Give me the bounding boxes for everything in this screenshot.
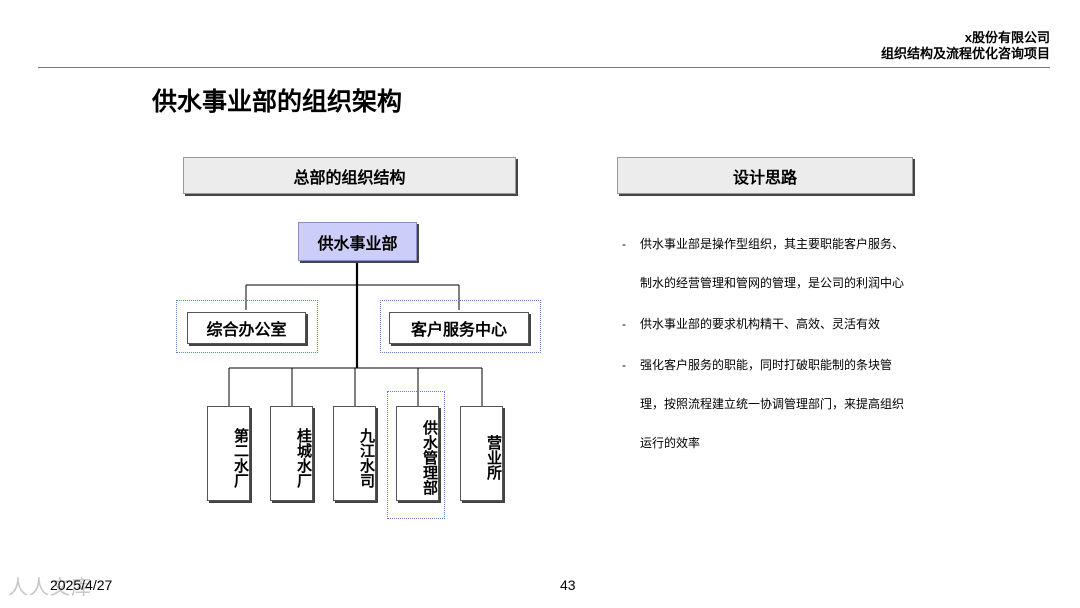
bullet-text: 强化客户服务的职能，同时打破职能制的条块管理，按照流程建立统一协调管理部门，来提… xyxy=(640,358,905,450)
company-header: x股份有限公司 组织结构及流程优化咨询项目 xyxy=(881,30,1050,62)
list-item: -供水事业部是操作型组织，其主要职能客户服务、制水的经营管理和管网的管理，是公司… xyxy=(622,237,905,290)
watermark: 人人文库 xyxy=(8,577,92,599)
design-ideas-list: -供水事业部是操作型组织，其主要职能客户服务、制水的经营管理和管网的管理，是公司… xyxy=(622,225,907,465)
bullet-text: 供水事业部的要求机构精干、高效、灵活有效 xyxy=(640,317,881,331)
design-ideas-header: 设计思路 xyxy=(617,157,913,194)
org-node-customer-service: 客户服务中心 xyxy=(389,312,529,344)
footer-date: 2025/4/27 xyxy=(50,577,113,593)
org-structure-header: 总部的组织结构 xyxy=(183,157,516,194)
project-name: 组织结构及流程优化咨询项目 xyxy=(880,46,1050,61)
org-leaf-water-mgmt: 供水管理部 xyxy=(396,406,439,501)
service-group-outline xyxy=(380,300,541,353)
org-leaf-guicheng-plant: 桂城水厂 xyxy=(270,406,313,501)
org-leaf-sales-office: 营业所 xyxy=(460,406,503,501)
org-leaf-jiujiang-water: 九江水司 xyxy=(333,406,376,501)
header-divider xyxy=(38,67,1050,68)
page-title: 供水事业部的组织架构 xyxy=(152,88,403,116)
list-item: -强化客户服务的职能，同时打破职能制的条块管理，按照流程建立统一协调管理部门，来… xyxy=(622,358,905,450)
list-item: -供水事业部的要求机构精干、高效、灵活有效 xyxy=(622,317,881,331)
org-root-node: 供水事业部 xyxy=(298,222,417,261)
page-number: 43 xyxy=(560,577,576,593)
org-node-office: 综合办公室 xyxy=(187,312,306,344)
company-name: x股份有限公司 xyxy=(964,30,1050,45)
org-leaf-water-plant-2: 第二水厂 xyxy=(207,406,250,501)
water-mgmt-group-outline xyxy=(387,391,445,519)
office-group-outline xyxy=(176,300,318,353)
bullet-text: 供水事业部是操作型组织，其主要职能客户服务、制水的经营管理和管网的管理，是公司的… xyxy=(640,237,905,290)
